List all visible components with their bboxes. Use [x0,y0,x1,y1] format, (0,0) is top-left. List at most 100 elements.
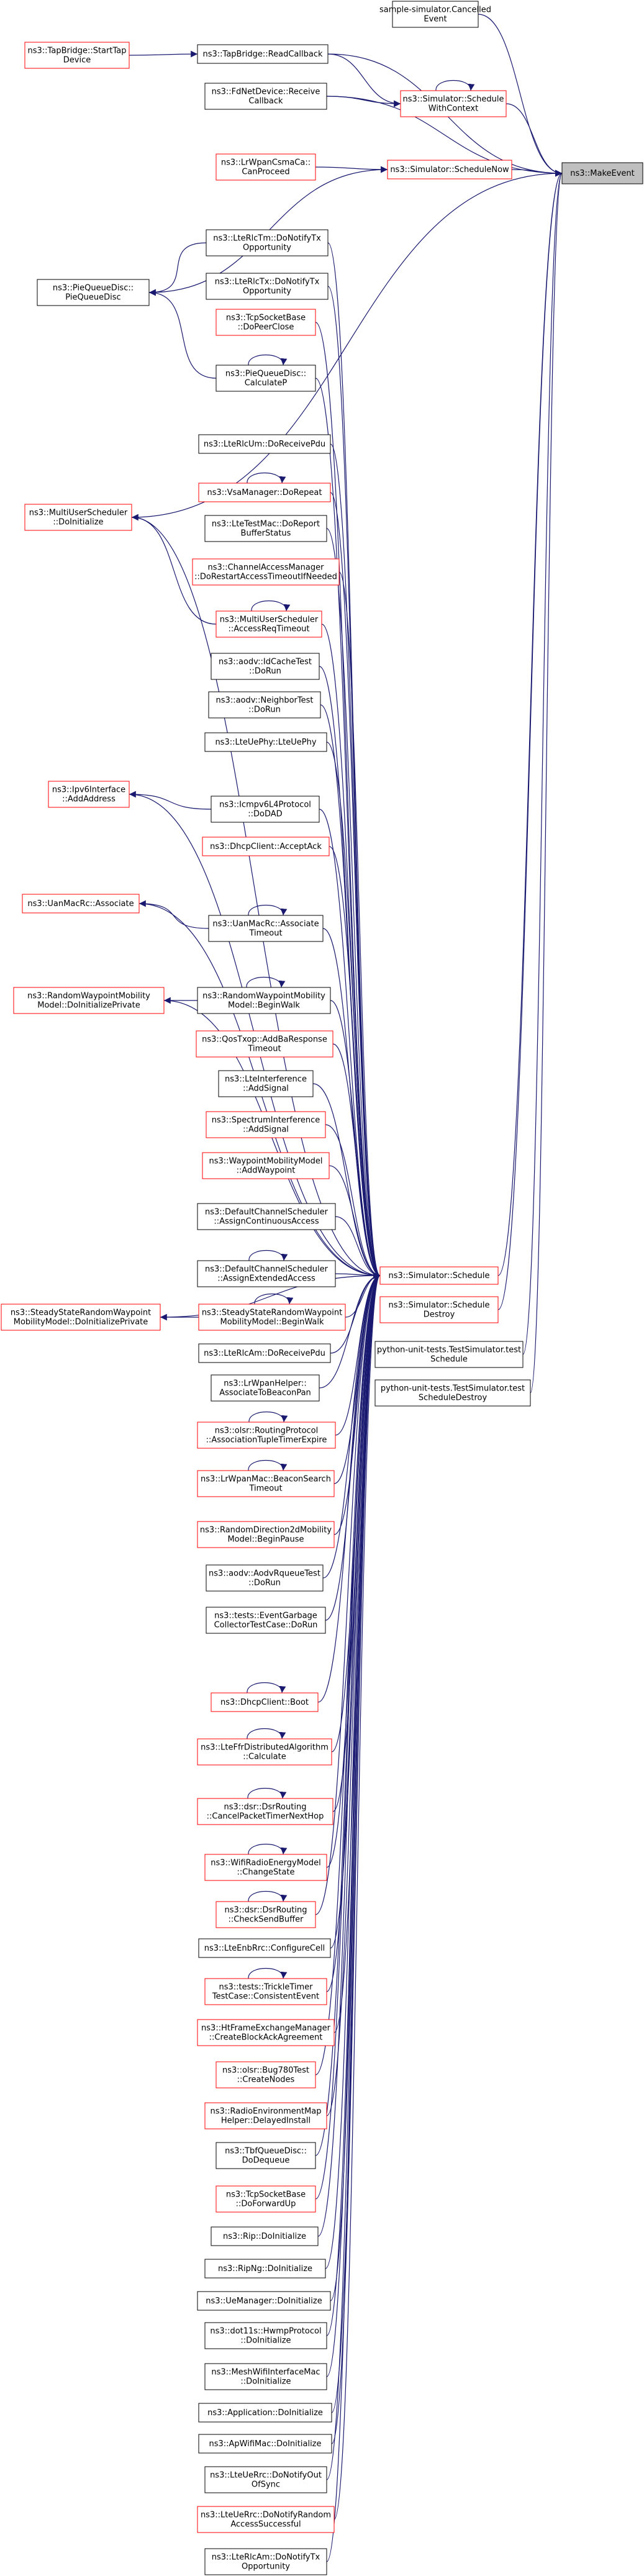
graph-node[interactable]: ns3::TbfQueueDisc::DoDequeue [215,2142,316,2169]
graph-node[interactable]: ns3::DefaultChannelScheduler::AssignCont… [197,1203,336,1230]
node-label: ns3::dot11s::HwmpProtocol [210,2327,321,2336]
node-box [1,1304,161,1331]
graph-node[interactable]: ns3::TcpSocketBase::DoForwardUp [215,2185,316,2213]
graph-node[interactable]: ns3::RandomWaypointMobilityModel::BeginW… [197,987,331,1014]
graph-node[interactable]: ns3::VsaManager::DoRepeat [198,483,331,502]
edge-schedule-to-target [497,170,563,1276]
graph-node[interactable]: ns3::WaypointMobilityModel::AddWaypoint [202,1152,330,1179]
node-label: python-unit-tests.TestSimulator.test [381,1384,525,1394]
node-label: ns3::LteRlcTm::DoNotifyTx [213,234,321,243]
node-box [204,732,327,752]
node-box [197,44,329,64]
node-box [206,1111,326,1138]
graph-node[interactable]: ns3::MultiUserScheduler::DoInitialize [24,504,132,531]
graph-node[interactable]: ns3::aodv::AodvRqueueTest::DoRun [206,1564,324,1592]
edge-fd_recv-to-target [326,96,563,177]
node-label: ::Calculate [243,1753,286,1762]
edge-py_destroy-to-target [530,170,563,1394]
graph-node[interactable]: ns3::DhcpClient::Boot [211,1692,319,1712]
graph-node[interactable]: ns3::WifiRadioEnergyModel::ChangeState [204,1854,327,1881]
graph-node[interactable]: ns3::DhcpClient::AcceptAck [202,837,330,856]
graph-node[interactable]: ns3::LteRlcUm::DoReceivePdu [198,434,331,454]
edge-ue_rrc_out-to-schedule [326,1272,381,2480]
graph-node[interactable]: ns3::PieQueueDisc::CalculateP [215,365,316,392]
self-loop-ssrwp_begin [254,1294,294,1305]
node-label: ns3::UanMacRc::Associate [27,899,134,909]
graph-node[interactable]: ns3::Application::DoInitialize [198,2403,332,2423]
graph-node[interactable]: ns3::tests::EventGarbageCollectorTestCas… [206,1607,326,1634]
graph-node[interactable]: ns3::dsr::DsrRouting::CancelPacketTimerN… [197,1798,333,1825]
node-label: ::DoInitialize [240,2377,291,2387]
graph-node[interactable]: ns3::LteRlcAm::DoReceivePdu [198,1343,331,1363]
graph-node[interactable]: ns3::ApWifiMac::DoInitialize [198,2434,332,2454]
node-box [208,915,324,942]
graph-node[interactable]: ns3::DefaultChannelScheduler::AssignExte… [197,1260,336,1287]
edge-spec_interf-to-schedule [325,1124,381,1279]
node-label: ns3::PieQueueDisc:: [53,284,134,293]
graph-node[interactable]: ns3::tests::TrickleTimerTestCase::Consis… [204,1978,327,2005]
graph-node[interactable]: ns3::SteadyStateRandomWaypointMobilityMo… [1,1304,161,1331]
graph-node[interactable]: ns3::RandomWaypointMobilityModel::DoInit… [13,987,165,1014]
graph-node[interactable]: python-unit-tests.TestSimulator.testSche… [374,1379,531,1407]
self-loop-wifi_energy [248,1844,288,1855]
graph-node[interactable]: ns3::LrWpanCsmaCa::CanProceed [215,153,316,181]
node-label: ns3::LteUePhy::LteUePhy [215,738,316,747]
graph-node[interactable]: ns3::UeManager::DoInitialize [197,2291,331,2311]
node-label: ns3::olsr::RoutingProtocol [215,1426,319,1436]
node-label: PieQueueDisc [65,293,120,302]
graph-node[interactable]: ns3::aodv::IdCacheTest::DoRun [211,653,320,680]
graph-node[interactable]: ns3::SteadyStateRandomWaypointMobilityMo… [198,1304,346,1331]
node-box [197,2291,331,2311]
graph-node[interactable]: ns3::TcpSocketBase::DoPeerClose [215,309,316,336]
graph-node[interactable]: ns3::SpectrumInterference::AddSignal [206,1111,326,1138]
graph-node[interactable]: ns3::aodv::NeighborTest::DoRun [208,691,321,719]
graph-node[interactable]: ns3::RandomDirection2dMobilityModel::Beg… [197,1521,335,1548]
graph-node[interactable]: ns3::Rip::DoInitialize [211,2226,319,2246]
graph-node[interactable]: ns3::Simulator::ScheduleDestroy [379,1296,499,1323]
graph-node[interactable]: ns3::RadioEnvironmentMapHelper::DelayedI… [204,2102,327,2129]
graph-node[interactable]: ns3::LrWpanHelper::AssociateToBeaconPan [211,1374,320,1402]
node-box [215,2185,316,2213]
graph-node[interactable]: ns3::LteFfrDistributedAlgorithm::Calcula… [197,1738,332,1766]
graph-node[interactable]: ns3::LteUePhy::LteUePhy [204,732,327,752]
graph-node[interactable]: ns3::dsr::DsrRouting::CheckSendBuffer [215,1901,316,1928]
graph-node[interactable]: ns3::dot11s::HwmpProtocol::DoInitialize [204,2322,327,2349]
node-label: ns3::LteRlcTx::DoNotifyTx [215,278,320,287]
graph-node[interactable]: ns3::MultiUserScheduler::AccessReqTimeou… [215,610,322,638]
graph-node[interactable]: ns3::HtFrameExchangeManager::CreateBlock… [197,2019,335,2046]
node-label: CanProceed [242,168,289,177]
graph-node[interactable]: python-unit-tests.TestSimulator.testSche… [374,1341,524,1368]
graph-node[interactable]: ns3::PieQueueDisc::PieQueueDisc [37,279,150,306]
edge-dsr_sendbuf-to-schedule [315,1272,381,1915]
node-label: ns3::FdNetDevice::Receive [212,88,320,97]
graph-node[interactable]: ns3::MeshWifiInterfaceMac::DoInitialize [204,2363,327,2390]
graph-node[interactable]: ns3::olsr::Bug780Test::CreateNodes [215,2061,316,2088]
graph-node[interactable]: ns3::LteUeRrc::DoNotifyRandomAccessSucce… [197,2506,335,2533]
graph-node[interactable]: ns3::ChannelAccessManager::DoRestartAcce… [192,558,340,586]
graph-node[interactable]: ns3::Ipv6Interface::AddAddress [48,781,130,808]
node-label: ns3::Simulator::Schedule [388,1301,489,1310]
node-label: Timeout [248,1484,282,1494]
graph-node[interactable]: ns3::LteInterference::AddSignal [218,1070,314,1097]
graph-node[interactable]: ns3::RipNg::DoInitialize [204,2259,326,2279]
graph-node[interactable]: ns3::olsr::RoutingProtocol::AssociationT… [197,1422,336,1449]
graph-node[interactable]: ns3::Simulator::Schedule [379,1266,499,1285]
graph-node[interactable]: ns3::Icmpv6L4Protocol::DoDAD [211,796,320,823]
graph-node[interactable]: ns3::Simulator::ScheduleNow [387,160,512,179]
graph-node[interactable]: ns3::TapBridge::ReadCallback [197,44,329,64]
graph-node[interactable]: ns3::LteEnbRrc::ConfigureCell [198,1938,331,1958]
node-label: Event [424,15,447,24]
graph-node[interactable]: ns3::UanMacRc::Associate [22,894,140,914]
